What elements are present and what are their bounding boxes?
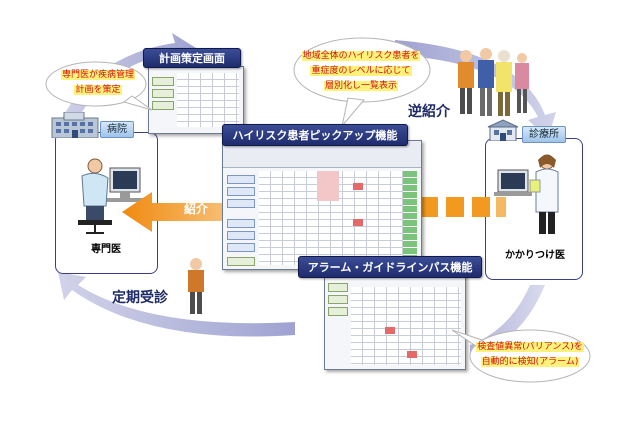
planning-screen <box>148 66 244 134</box>
pickup-side-item <box>227 231 255 240</box>
clinic-label: 診療所 <box>522 126 566 143</box>
gp-role-label: かかりつけ医 <box>504 250 566 261</box>
specialist-bubble-text: 専門医が疾病管理 計画を策定 <box>52 68 144 98</box>
specialist-doctor-icon <box>78 158 148 234</box>
specialist-bubble-line2: 計画を策定 <box>74 85 122 95</box>
alarm-side-item <box>328 283 348 292</box>
alarm-screen <box>324 272 466 370</box>
hospital-building-icon <box>51 112 99 138</box>
planning-side-item <box>152 101 174 110</box>
alarm-bubble-line1: 検査値異常(バリアンス)を <box>476 342 584 352</box>
referral-label: 紹介 <box>184 202 209 216</box>
specialist-role-label: 専門医 <box>91 244 121 255</box>
region-bubble-text: 地域全体のハイリスク患者を 重症度のレベルに応じて 層別化し一覧表示 <box>296 49 426 94</box>
planning-table <box>177 73 239 127</box>
pickup-side-item <box>227 199 255 208</box>
planning-side-item <box>152 89 174 98</box>
patient-icon <box>188 258 204 314</box>
planning-screen-title: 計画策定画面 <box>143 48 241 68</box>
pickup-side-item <box>227 243 255 252</box>
alarm-table <box>351 287 461 365</box>
patient-group-icon <box>458 48 529 116</box>
reverse-referral-label: 逆紹介 <box>408 104 450 120</box>
alarm-flag-red <box>385 327 395 334</box>
alarm-bubble-line2: 自動的に検知(アラーム) <box>480 357 580 367</box>
referral-arrow <box>122 192 232 232</box>
specialist-bubble-line1: 専門医が疾病管理 <box>60 70 135 80</box>
pickup-side-item <box>227 175 255 184</box>
gp-doctor-icon <box>494 154 559 234</box>
alarm-title: アラーム・ガイドラインパス機能 <box>298 256 482 278</box>
region-bubble-line3: 層別化し一覧表示 <box>323 81 398 91</box>
pickup-title: ハイリスク患者ピックアップ機能 <box>222 124 408 146</box>
alarm-bubble-text: 検査値異常(バリアンス)を 自動的に検知(アラーム) <box>470 340 590 370</box>
alarm-side-item <box>328 307 348 316</box>
alarm-side-item <box>328 295 348 304</box>
alarm-flag-red <box>407 351 417 358</box>
region-bubble-line1: 地域全体のハイリスク患者を <box>301 51 421 61</box>
hospital-label: 病院 <box>100 121 134 138</box>
pickup-col-green <box>403 171 417 265</box>
cycle-arc-bottom-left <box>58 272 295 337</box>
reverse-dash-arrow <box>420 197 506 217</box>
planning-side-item <box>152 77 174 86</box>
pickup-screen <box>222 140 422 270</box>
pickup-side-item <box>227 219 255 228</box>
pickup-flag-red <box>353 219 363 226</box>
pickup-flag-red <box>353 183 363 190</box>
regular-visit-label: 定期受診 <box>112 290 168 306</box>
pickup-col-red <box>317 171 339 201</box>
pickup-side-item <box>227 187 255 196</box>
pickup-side-item <box>227 257 255 266</box>
region-bubble-line2: 重症度のレベルに応じて <box>310 66 412 76</box>
clinic-building-icon <box>487 119 519 141</box>
